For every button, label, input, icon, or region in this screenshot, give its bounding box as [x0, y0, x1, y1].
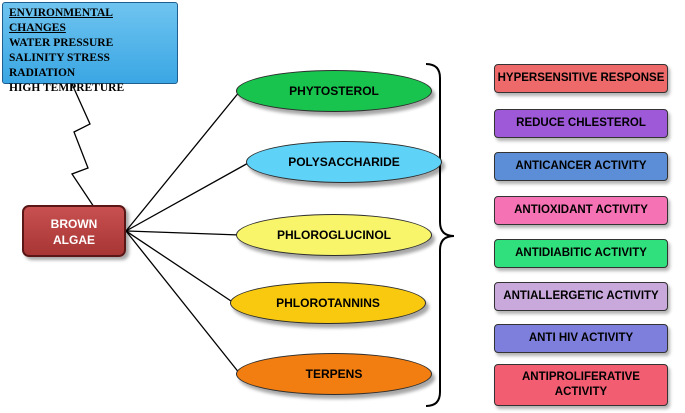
environment-item-water-pressure: WATER PRESSURE	[9, 37, 114, 49]
connector-line	[125, 161, 251, 232]
brown-algae-line1: BROWN	[50, 217, 98, 231]
compound-polysaccharide: POLYSACCHARIDE	[246, 141, 442, 183]
activity-label: ANTI HIV ACTIVITY	[528, 332, 634, 344]
compound-terpens: TERPENS	[236, 353, 432, 395]
activity-label: ANTIALLERGETIC ACTIVITY	[503, 290, 659, 302]
activity-antioxidant: ANTIOXIDANT ACTIVITY	[494, 196, 668, 225]
activity-hypersensitive-response: HYPERSENSITIVE RESPONSE	[494, 64, 668, 93]
lightning-bolt	[71, 83, 95, 208]
environment-item-high-temperature: HIGH TEMPRETURE	[9, 82, 125, 94]
right-brace	[425, 63, 455, 407]
compound-label: PHLOROTANNINS	[276, 296, 380, 310]
compound-phlorotannins: PHLOROTANNINS	[230, 282, 426, 324]
activity-label: ANTIOXIDANT ACTIVITY	[514, 204, 648, 216]
activity-anti-hiv: ANTI HIV ACTIVITY	[494, 324, 668, 353]
compound-label: TERPENS	[305, 367, 363, 381]
compound-label: POLYSACCHARIDE	[288, 155, 400, 169]
activity-label: ANTIDIABITIC ACTIVITY	[515, 247, 647, 259]
connector-line	[125, 230, 241, 236]
activity-label: ANTICANCER ACTIVITY	[515, 160, 647, 172]
brown-algae-line2: ALGAE	[53, 233, 95, 247]
activity-reduce-cholesterol: REDUCE CHLESTEROL	[494, 109, 668, 138]
compound-links	[125, 90, 251, 375]
activity-antidiabetic: ANTIDIABITIC ACTIVITY	[494, 239, 668, 268]
connector-line	[125, 230, 241, 375]
compound-label: PHLOROGLUCINOL	[277, 228, 391, 242]
environment-item-salinity-stress: SALINITY STRESS	[9, 52, 110, 64]
activity-label: HYPERSENSITIVE RESPONSE	[497, 72, 665, 84]
environmental-changes-title: ENVIRONMENTAL CHANGES	[9, 7, 113, 34]
connector-line	[125, 90, 241, 232]
activity-label: ANTIPROLIFERATIVE ACTIVITY	[522, 371, 640, 398]
activity-antiproliferative: ANTIPROLIFERATIVE ACTIVITY	[494, 364, 668, 406]
activity-antiallergetic: ANTIALLERGETIC ACTIVITY	[494, 282, 668, 311]
environmental-changes-box: ENVIRONMENTAL CHANGES WATER PRESSURE SAL…	[2, 2, 178, 94]
compound-phloroglucinol: PHLOROGLUCINOL	[236, 214, 432, 256]
activity-label: REDUCE CHLESTEROL	[516, 117, 646, 129]
connector-line	[125, 230, 235, 304]
compound-label: PHYTOSTEROL	[289, 84, 379, 98]
activity-anticancer: ANTICANCER ACTIVITY	[494, 152, 668, 181]
brown-algae-node: BROWN ALGAE	[22, 205, 126, 257]
compound-phytosterol: PHYTOSTEROL	[236, 70, 432, 112]
environment-item-radiation: RADIATION	[9, 67, 76, 79]
